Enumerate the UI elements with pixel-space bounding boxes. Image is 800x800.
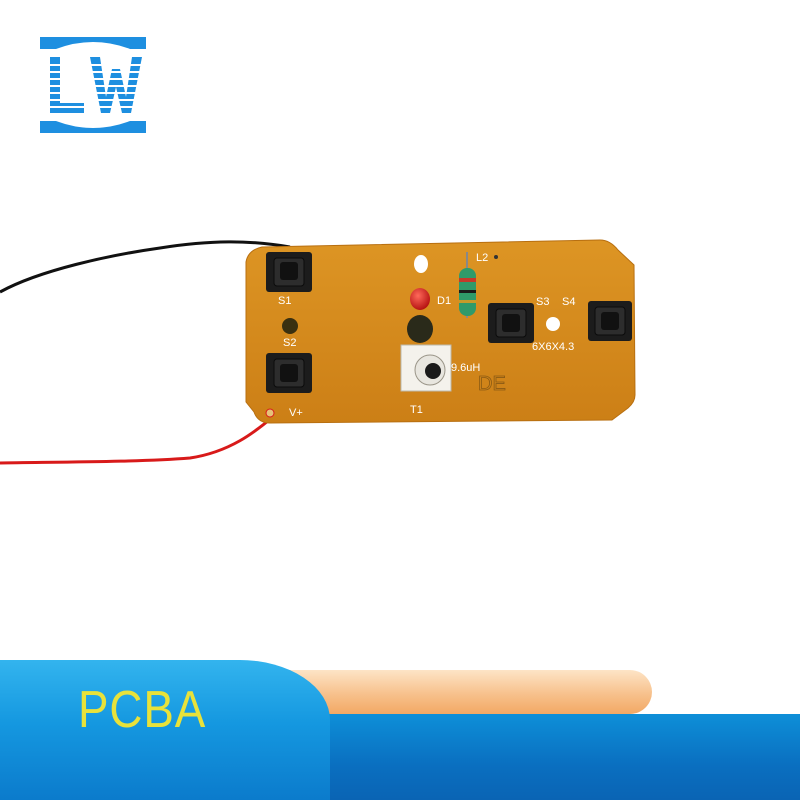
label-switch-size: 6X6X4.3	[532, 341, 574, 353]
mount-hole	[546, 317, 560, 331]
red-wire	[0, 414, 275, 465]
pcb-board	[245, 239, 636, 424]
capacitor	[407, 315, 433, 343]
label-s1: S1	[278, 295, 291, 307]
label-t1: T1	[410, 404, 423, 416]
trimmer-t1	[400, 344, 452, 392]
brand-logo: LW	[40, 37, 146, 133]
logo-graphic: LW	[40, 37, 146, 133]
black-wire	[0, 240, 291, 294]
mount-hole	[414, 255, 428, 273]
label-silk-mark: DE	[478, 373, 506, 395]
label-d1: D1	[437, 295, 451, 307]
switch-s1	[266, 252, 312, 292]
led-d1	[410, 288, 430, 310]
banner-tab: PCBA	[0, 660, 330, 800]
switch-s2	[266, 353, 312, 393]
banner-label: PCBA	[78, 681, 207, 739]
switch-s4	[588, 301, 632, 341]
label-vplus: V+	[289, 407, 303, 419]
label-s2: S2	[283, 337, 296, 349]
label-s4: S4	[562, 296, 575, 308]
pcba-banner: PCBA	[0, 650, 800, 800]
label-s3: S3	[536, 296, 549, 308]
pad	[282, 318, 298, 334]
label-inductance: 9.6uH	[451, 362, 480, 374]
switch-s3	[488, 303, 534, 343]
inductor-l2	[459, 252, 476, 318]
label-l2: L2	[476, 252, 488, 264]
